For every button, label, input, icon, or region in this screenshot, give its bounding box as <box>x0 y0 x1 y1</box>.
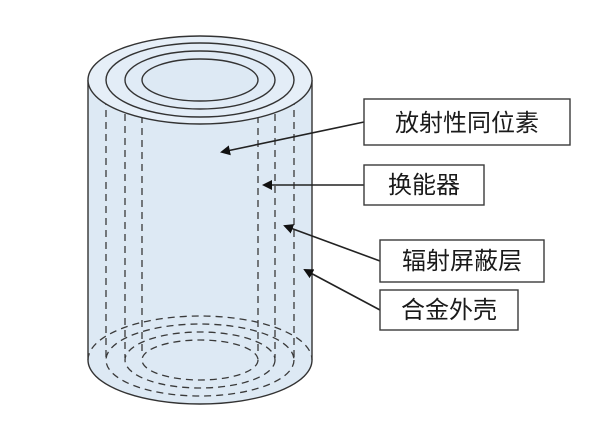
label-alloy-shell: 合金外壳 <box>379 289 519 331</box>
label-radiation-shield-box <box>379 239 545 283</box>
label-radioisotope: 放射性同位素 <box>363 98 571 146</box>
outer-shell-bottom-arc <box>87 359 313 405</box>
label-transducer: 换能器 <box>363 164 485 206</box>
label-radioisotope-box <box>363 98 571 146</box>
label-transducer-box <box>363 164 485 206</box>
isotope-core-bottom-ellipse <box>141 339 259 381</box>
label-radiation-shield: 辐射屏蔽层 <box>379 239 545 283</box>
label-radioisotope-text: 放射性同位素 <box>395 109 539 137</box>
label-alloy-shell-text: 合金外壳 <box>401 296 497 324</box>
leader-radiation-shield <box>283 224 381 262</box>
label-radiation-shield-text: 辐射屏蔽层 <box>402 247 522 275</box>
shield-layer-bottom-ellipse <box>105 323 295 397</box>
leader-alloy-shell <box>303 269 381 311</box>
isotope-core-top-ellipse <box>141 58 259 102</box>
outer-shell-bottom-back-arc <box>87 315 313 361</box>
cylinder-body <box>88 80 312 404</box>
leader-radioisotope <box>220 121 365 156</box>
transducer-layer-bottom-ellipse <box>124 331 276 389</box>
label-transducer-text: 换能器 <box>388 171 460 199</box>
label-alloy-shell-box <box>379 289 519 331</box>
